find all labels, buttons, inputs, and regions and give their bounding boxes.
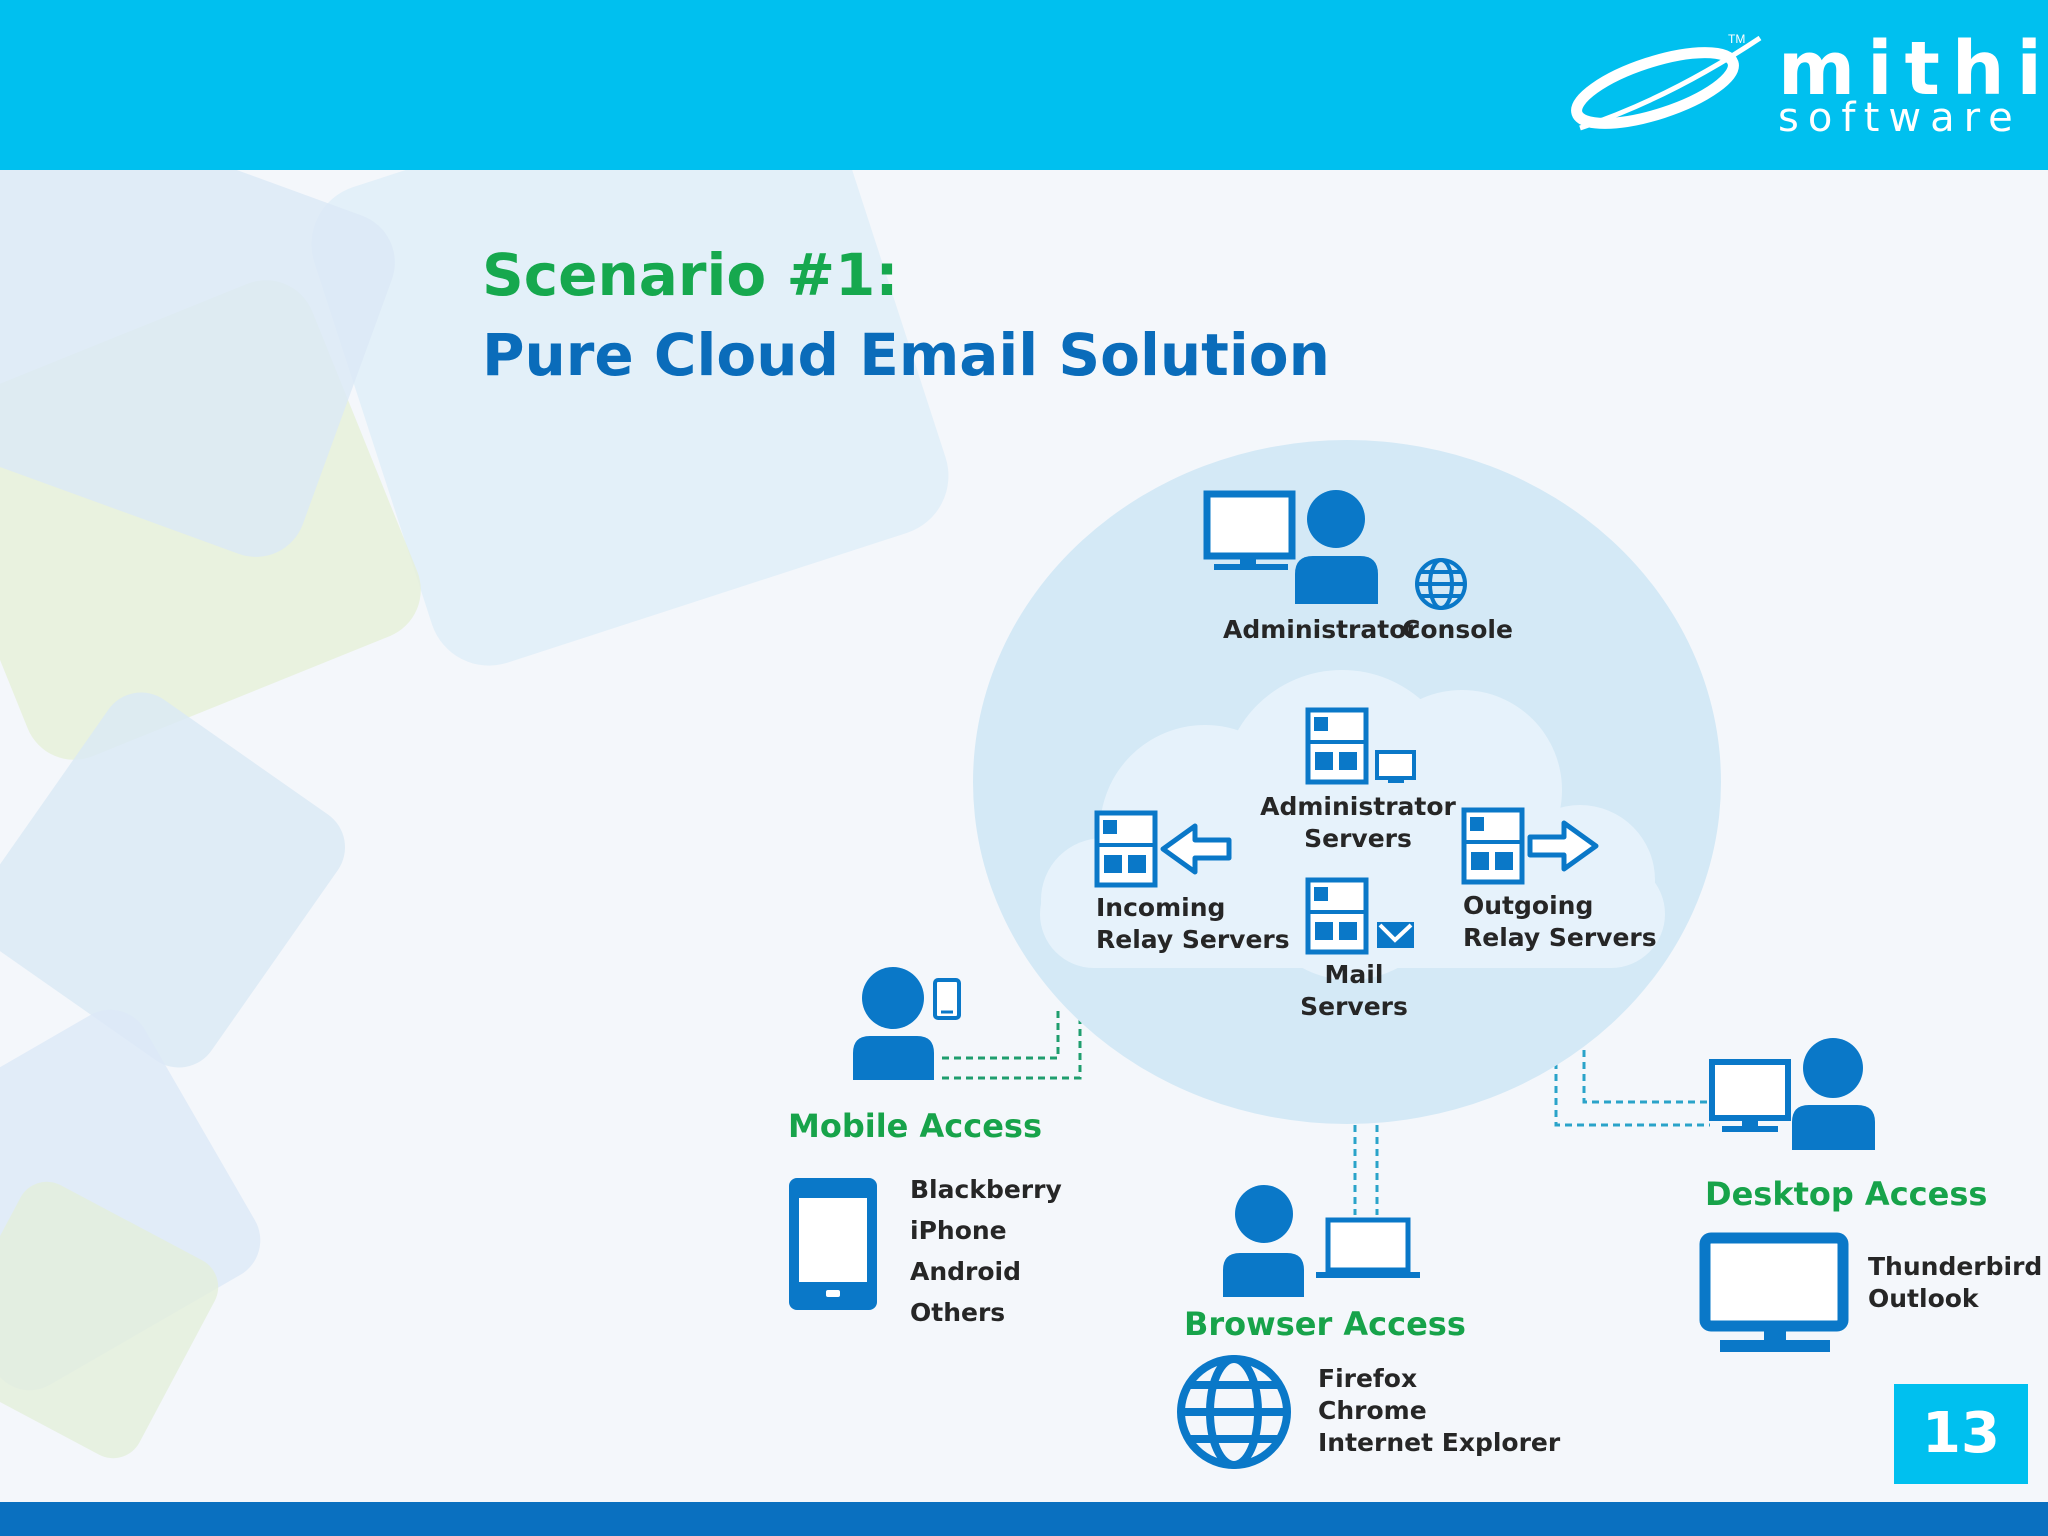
server-icon	[1464, 810, 1522, 882]
header-band	[0, 0, 2048, 170]
list-item: Outlook	[1868, 1284, 1979, 1313]
server-icon	[1308, 710, 1366, 782]
monitor-icon	[1203, 490, 1296, 570]
incoming-relay-label: Incoming Relay Servers	[1096, 892, 1290, 956]
administrator-servers-label: Administrator Servers	[1258, 791, 1458, 855]
mobile-access-heading: Mobile Access	[788, 1107, 1043, 1145]
person-icon	[1792, 1038, 1875, 1150]
browser-access-heading: Browser Access	[1184, 1305, 1466, 1343]
list-item: Android	[910, 1257, 1022, 1286]
arrow-left-icon	[1160, 823, 1232, 875]
console-label: Console	[1402, 615, 1513, 644]
logo-swoosh-icon	[1571, 35, 1762, 131]
mobile-clients-list: Blackberry iPhone Android Others	[910, 1169, 1062, 1333]
person-icon	[1295, 490, 1378, 604]
monitor-icon	[1699, 1232, 1849, 1352]
footer-band	[0, 1502, 2048, 1536]
list-item: Firefox	[1318, 1364, 1418, 1393]
connector-mobile	[942, 1010, 1082, 1080]
outgoing-relay-label: Outgoing Relay Servers	[1463, 890, 1657, 954]
mail-servers-line1: Mail	[1324, 960, 1384, 989]
logo-wordmark: mithi	[1778, 26, 2048, 112]
server-icon	[1308, 880, 1366, 952]
mail-servers-label: Mail Servers	[1279, 959, 1429, 1023]
phone-icon	[933, 978, 961, 1020]
browser-clients-list: Firefox Chrome Internet Explorer	[1318, 1363, 1560, 1459]
incoming-relay-line1: Incoming	[1096, 893, 1226, 922]
logo-subtitle: software	[1778, 95, 2022, 141]
list-item: Thunderbird	[1868, 1252, 2043, 1281]
arrow-right-icon	[1527, 820, 1599, 872]
logo-trademark: TM	[1728, 32, 1746, 46]
slide-title-line-2: Pure Cloud Email Solution	[482, 321, 1330, 389]
monitor-icon	[1709, 1059, 1791, 1132]
list-item: Others	[910, 1298, 1006, 1327]
phone-icon	[789, 1178, 877, 1310]
laptop-icon	[1316, 1217, 1420, 1278]
page-number-badge: 13	[1894, 1384, 2028, 1484]
incoming-relay-line2: Relay Servers	[1096, 925, 1290, 954]
mail-servers-line2: Servers	[1300, 992, 1408, 1021]
server-icon	[1097, 813, 1155, 885]
globe-icon	[1415, 558, 1467, 610]
envelope-icon	[1377, 922, 1414, 948]
outgoing-relay-line1: Outgoing	[1463, 891, 1594, 920]
monitor-icon	[1375, 750, 1416, 783]
connector-desktop	[1554, 1050, 1710, 1127]
list-item: Blackberry	[910, 1175, 1062, 1204]
person-icon	[1223, 1185, 1304, 1297]
administrator-label: Administrator	[1223, 615, 1419, 644]
globe-icon	[1177, 1355, 1291, 1469]
administrator-servers-line2: Servers	[1304, 824, 1412, 853]
list-item: iPhone	[910, 1216, 1007, 1245]
person-icon	[853, 967, 934, 1080]
outgoing-relay-line2: Relay Servers	[1463, 923, 1657, 952]
administrator-servers-line1: Administrator	[1260, 792, 1456, 821]
list-item: Chrome	[1318, 1396, 1427, 1425]
desktop-clients-list: Thunderbird Outlook	[1868, 1251, 2042, 1315]
connector-browser	[1353, 1125, 1379, 1215]
brand-logo: TM mithi software	[1560, 28, 2042, 148]
background-decoration	[0, 170, 949, 1459]
slide-title-line-1: Scenario #1:	[482, 241, 899, 309]
desktop-access-heading: Desktop Access	[1705, 1175, 1988, 1213]
list-item: Internet Explorer	[1318, 1428, 1561, 1457]
